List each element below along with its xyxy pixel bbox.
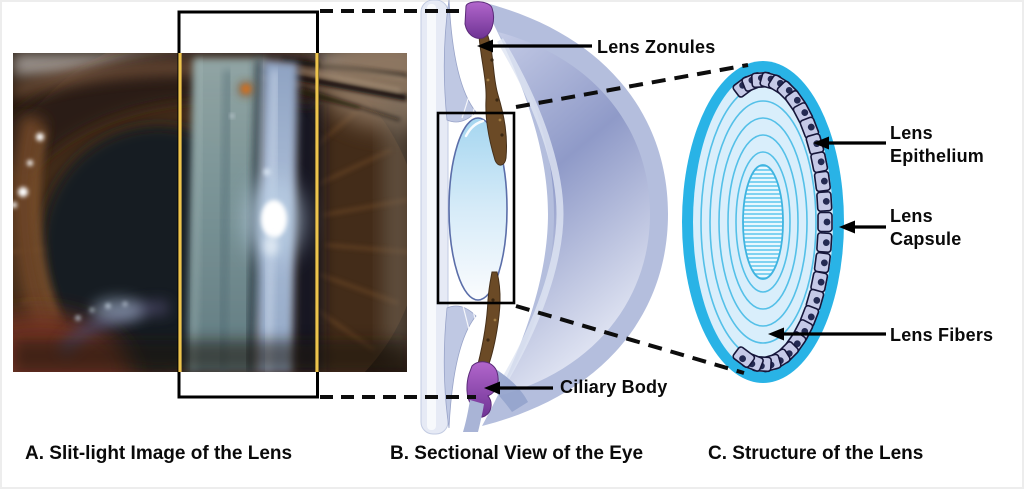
cell-nucleus	[822, 197, 830, 205]
highlight-box-panel-a	[177, 10, 319, 399]
epithelial-cell	[816, 190, 833, 213]
label-lens-fibers: Lens Fibers	[890, 325, 994, 345]
vitreous-body	[498, 32, 650, 396]
cell-nucleus	[817, 278, 825, 286]
cell-nucleus	[823, 218, 831, 226]
cell-nucleus	[793, 340, 801, 348]
lens-structure-diagram	[682, 61, 844, 383]
label-lens-capsule-line1: Lens	[890, 206, 933, 226]
cell-nucleus	[807, 313, 815, 321]
epithelial-cell	[810, 270, 829, 293]
cell-nucleus	[817, 158, 825, 166]
dashed-link-upper-diagonal	[515, 63, 749, 109]
lens-nucleus	[742, 164, 784, 280]
cell-nucleus	[801, 109, 809, 116]
arrow-lens-fibers	[768, 327, 886, 341]
cell-nucleus	[813, 296, 821, 304]
slit-beam	[186, 58, 298, 372]
epithelial-cell	[813, 251, 832, 274]
cell-nucleus	[793, 96, 801, 104]
epithelial-cell	[732, 346, 756, 368]
arrow-lens-capsule	[839, 220, 886, 234]
ciliary-processes	[477, 29, 507, 375]
specular-highlight	[261, 200, 287, 238]
highlight-box-panel-b	[436, 111, 516, 305]
dashed-link-lower-diagonal	[515, 304, 745, 375]
orange-reflection	[241, 84, 251, 94]
label-lens-capsule-line2: Capsule	[890, 229, 962, 249]
cell-nucleus	[820, 259, 828, 267]
cell-nucleus	[739, 355, 747, 363]
arrow-lens-epithelium	[813, 136, 886, 150]
label-lens-capsule: Lens Capsule	[890, 205, 961, 251]
epithelial-cell	[813, 170, 832, 193]
label-arrows	[477, 39, 886, 395]
corneal-reflections	[13, 133, 44, 208]
label-lens-zonules: Lens Zonules	[597, 37, 716, 57]
cell-nucleus	[807, 123, 815, 131]
cell-nucleus	[822, 239, 830, 247]
crystalline-lens	[448, 117, 508, 301]
cell-nucleus	[820, 177, 828, 185]
ciliary-body-upper	[464, 1, 495, 39]
dashed-connectors	[320, 9, 749, 399]
cell-nucleus	[785, 86, 793, 94]
arrow-lens-zonules	[477, 39, 592, 53]
epithelial-cell	[817, 211, 833, 233]
lens-epithelium-cells	[732, 71, 833, 373]
iris-lower	[443, 305, 477, 429]
eye-section-diagram	[420, 0, 668, 435]
iris-upper	[443, 0, 477, 123]
slit-lamp-photo	[13, 53, 407, 372]
epithelial-cell	[799, 116, 820, 140]
caption-panel-a: A. Slit-light Image of the Lens	[25, 443, 293, 464]
epithelial-cell	[816, 231, 833, 254]
label-lens-epithelium: Lens Epithelium	[890, 122, 984, 168]
label-lens-epithelium-line1: Lens	[890, 123, 933, 143]
label-ciliary-body: Ciliary Body	[560, 377, 668, 397]
arrow-ciliary-body	[484, 381, 553, 395]
label-lens-epithelium-line2: Epithelium	[890, 146, 985, 166]
caption-panel-b: B. Sectional View of the Eye	[390, 443, 644, 464]
epithelial-cell	[810, 151, 829, 174]
caption-panel-c: C. Structure of the Lens	[708, 443, 924, 464]
